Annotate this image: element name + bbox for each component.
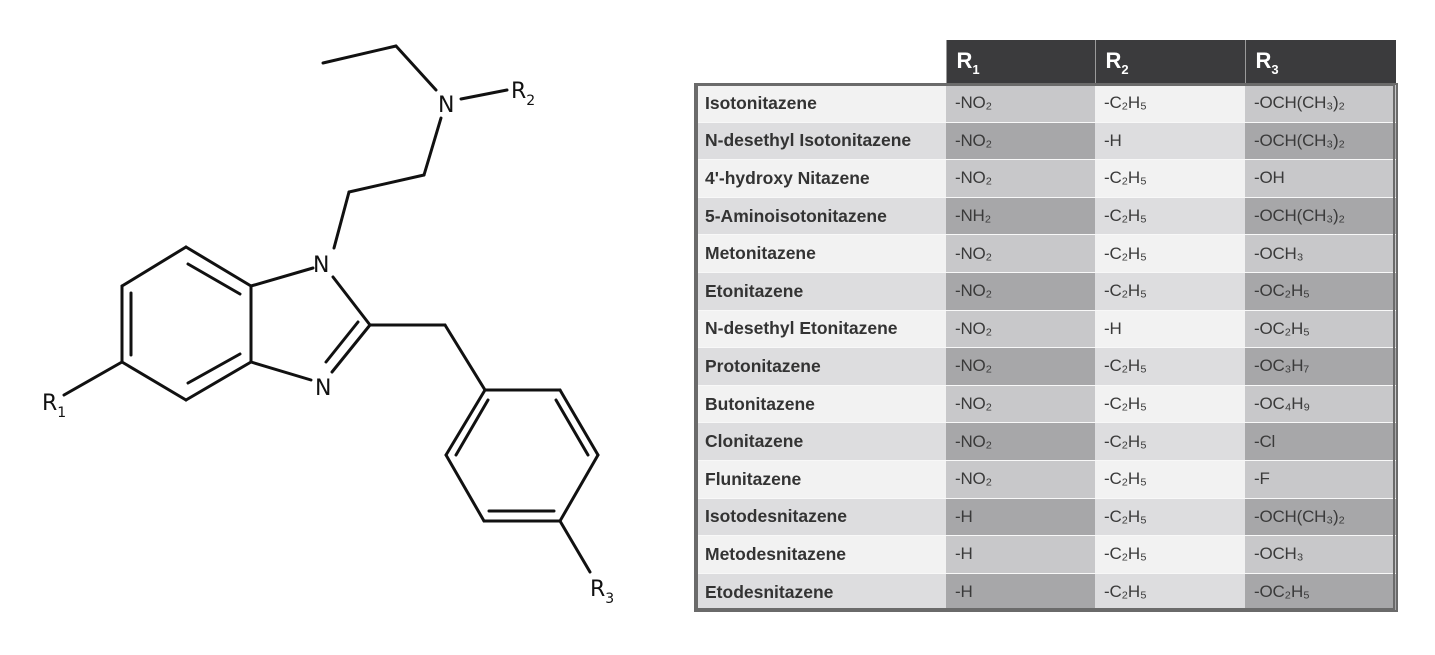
table-row: Butonitazene-NO₂-C₂H₅-OC₄H₉ (696, 384, 1396, 423)
r3-cell: -OCH(CH₃)₂ (1245, 84, 1396, 123)
r2-cell: -H (1095, 309, 1245, 348)
r3-cell: -OC₃H₇ (1245, 347, 1396, 386)
r3-cell: -OCH₃ (1245, 234, 1396, 273)
r3-cell: -OCH₃ (1245, 535, 1396, 574)
r1-cell: -NO₂ (946, 422, 1095, 461)
r2-cell: -C₂H₅ (1095, 459, 1245, 499)
r1-cell: -NO₂ (946, 121, 1095, 160)
header-blank-cell (696, 40, 946, 85)
nitazene-core-structure-diagram: N R2 N N R1 R3 (42, 44, 614, 607)
r3-cell: -OCH(CH₃)₂ (1245, 196, 1396, 235)
table-row: Isotonitazene-NO₂-C₂H₅-OCH(CH₃)₂ (696, 84, 1396, 123)
r2-cell: -C₂H₅ (1095, 196, 1245, 235)
compound-name-cell: Flunitazene (696, 459, 946, 499)
r1-cell: -NO₂ (946, 159, 1095, 198)
compound-name-cell: Clonitazene (696, 422, 946, 461)
table-row: Isotodesnitazene-H-C₂H₅-OCH(CH₃)₂ (696, 497, 1396, 536)
r2-cell: -C₂H₅ (1095, 572, 1245, 611)
r1-cell: -NO₂ (946, 384, 1095, 423)
table-row: Etonitazene-NO₂-C₂H₅-OC₂H₅ (696, 271, 1396, 311)
table-row: 4'-hydroxy Nitazene-NO₂-C₂H₅-OH (696, 159, 1396, 198)
r1-cell: -H (946, 497, 1095, 536)
r3-cell: -Cl (1245, 422, 1396, 461)
compound-name-cell: Etodesnitazene (696, 572, 946, 611)
r2-label: R2 (511, 79, 535, 109)
header-r1: R1 (945, 40, 1095, 85)
header-r2: R2 (1094, 40, 1245, 85)
r2-cell: -C₂H₅ (1095, 535, 1245, 574)
n3-nitrogen-label: N (315, 376, 331, 401)
r2-cell: -C₂H₅ (1095, 159, 1245, 198)
r3-cell: -OC₂H₅ (1245, 572, 1396, 611)
r3-cell: -OH (1245, 159, 1396, 198)
r2-cell: -H (1095, 121, 1245, 160)
compound-name-cell: Etonitazene (696, 271, 946, 311)
compound-name-cell: Metodesnitazene (696, 535, 946, 574)
compound-name-cell: N-desethyl Isotonitazene (696, 121, 946, 160)
table-row: Clonitazene-NO₂-C₂H₅-Cl (696, 422, 1396, 461)
r2-cell: -C₂H₅ (1095, 234, 1245, 273)
r1-cell: -NO₂ (946, 309, 1095, 348)
compound-name-cell: Isotonitazene (696, 84, 946, 123)
table-row: Flunitazene-NO₂-C₂H₅-F (696, 459, 1396, 499)
table-row: 5-Aminoisotonitazene-NH₂-C₂H₅-OCH(CH₃)₂ (696, 196, 1396, 235)
compound-name-cell: Isotodesnitazene (696, 497, 946, 536)
r2-cell: -C₂H₅ (1095, 422, 1245, 461)
table-row: Metonitazene-NO₂-C₂H₅-OCH₃ (696, 234, 1396, 273)
header-r3: R3 (1244, 40, 1396, 85)
compound-name-cell: Protonitazene (696, 347, 946, 386)
r1-cell: -NO₂ (946, 84, 1095, 123)
table-row: Metodesnitazene-H-C₂H₅-OCH₃ (696, 535, 1396, 574)
r2-cell: -C₂H₅ (1095, 347, 1245, 386)
chemical-structure: N R2 N N R1 R3 (0, 0, 680, 650)
amine-nitrogen-label: N (438, 93, 454, 118)
r2-cell: -C₂H₅ (1095, 384, 1245, 423)
table-row: N-desethyl Isotonitazene-NO₂-H-OCH(CH₃)₂ (696, 121, 1396, 160)
table-row: Protonitazene-NO₂-C₂H₅-OC₃H₇ (696, 347, 1396, 386)
r3-cell: -OCH(CH₃)₂ (1245, 121, 1396, 160)
substituent-table: R1 R2 R3 Isotonitazene-NO₂-C₂H₅-OCH(CH₃)… (694, 40, 1398, 613)
compound-name-cell: 5-Aminoisotonitazene (696, 196, 946, 235)
table-row: Etodesnitazene-H-C₂H₅-OC₂H₅ (696, 572, 1396, 611)
compound-name-cell: Butonitazene (696, 384, 946, 423)
compound-name-cell: Metonitazene (696, 234, 946, 273)
r1-cell: -NO₂ (946, 271, 1095, 311)
r1-cell: -NO₂ (946, 234, 1095, 273)
r1-cell: -NO₂ (946, 459, 1095, 499)
r3-cell: -OC₄H₉ (1245, 384, 1396, 423)
r1-label: R1 (42, 391, 66, 421)
substituent-table-container: R1 R2 R3 Isotonitazene-NO₂-C₂H₅-OCH(CH₃)… (694, 40, 1398, 613)
r1-cell: -NO₂ (946, 347, 1095, 386)
r3-cell: -F (1245, 459, 1396, 499)
r3-cell: -OCH(CH₃)₂ (1245, 497, 1396, 536)
r2-cell: -C₂H₅ (1095, 84, 1245, 123)
n1-nitrogen-label: N (313, 253, 329, 278)
r3-cell: -OC₂H₅ (1245, 271, 1396, 311)
r3-label: R3 (590, 577, 614, 607)
table-header-row: R1 R2 R3 (696, 40, 1396, 85)
r2-cell: -C₂H₅ (1095, 271, 1245, 311)
r3-cell: -OC₂H₅ (1245, 309, 1396, 348)
r1-cell: -H (946, 572, 1095, 611)
r1-cell: -H (946, 535, 1095, 574)
compound-name-cell: 4'-hydroxy Nitazene (696, 159, 946, 198)
compound-name-cell: N-desethyl Etonitazene (696, 309, 946, 348)
r2-cell: -C₂H₅ (1095, 497, 1245, 536)
table-row: N-desethyl Etonitazene-NO₂-H-OC₂H₅ (696, 309, 1396, 348)
r1-cell: -NH₂ (946, 196, 1095, 235)
